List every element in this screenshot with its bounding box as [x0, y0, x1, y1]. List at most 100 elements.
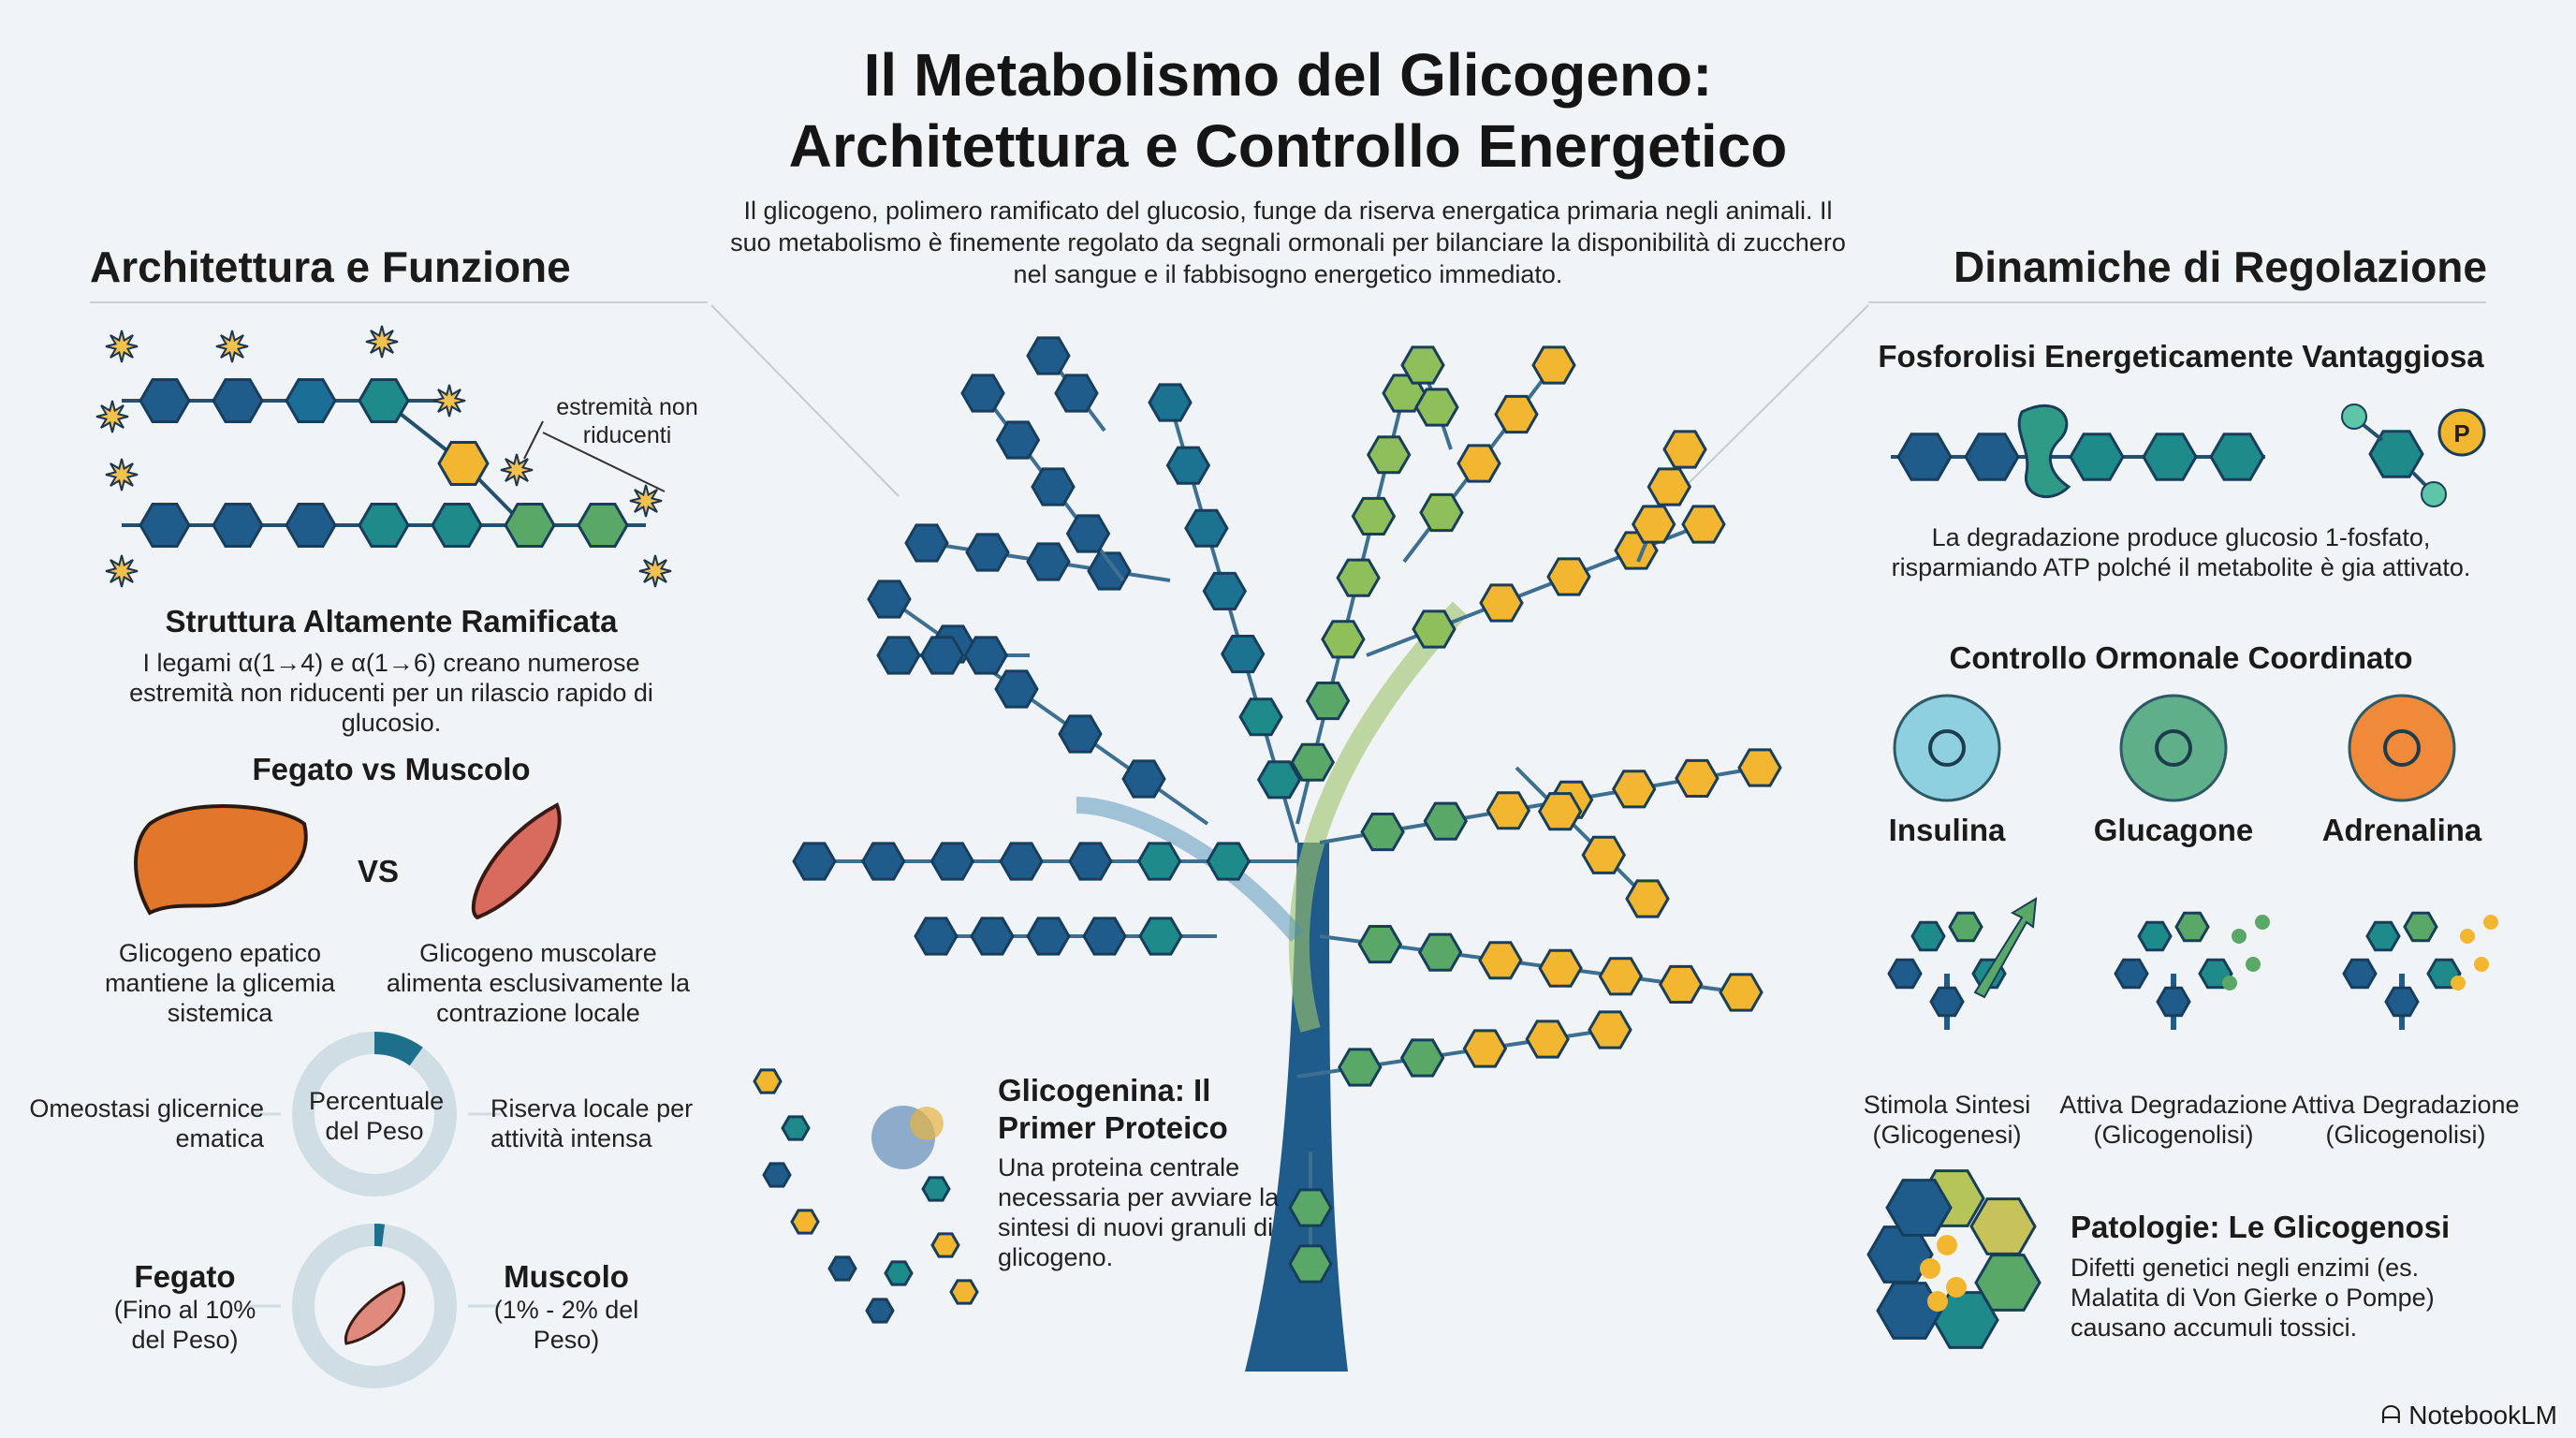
glucose-hex [1220, 635, 1266, 674]
glucose-hex [960, 374, 1005, 413]
glucose-hex [139, 378, 191, 423]
glucose-hex [1138, 917, 1183, 956]
glucose-hex [1256, 760, 1302, 800]
mini-glucose-hex [2114, 958, 2149, 990]
donut-percent-weight-fill [373, 1031, 423, 1066]
glucose-hex [431, 503, 483, 548]
page-title: Il Metabolismo del Glicogeno:Architettur… [0, 39, 2576, 182]
hormone-effect: Attiva Degradazione (Glicogenolisi) [2059, 1091, 2288, 1149]
glucose-hex [212, 378, 264, 423]
glucose-hex [212, 503, 264, 548]
fegato-title: Fegato [134, 1259, 236, 1294]
non-reducing-end-star-icon [365, 325, 399, 359]
brand-name: NotebookLM [2408, 1401, 2557, 1430]
glucose-hex [1065, 514, 1111, 553]
glucose-hex [1625, 879, 1670, 918]
phosphate-label: P [2453, 419, 2469, 448]
glucose-hex [1537, 792, 1583, 831]
glucose-hex [1031, 467, 1076, 506]
released-glucose-dot [2451, 976, 2466, 990]
glucose-hex [1336, 558, 1381, 597]
muscle-icon [344, 1281, 406, 1345]
glucose-hex [1412, 609, 1456, 649]
glucose-hex [504, 503, 556, 548]
glucose-hex [930, 1232, 960, 1258]
liver-text: Glicogeno epatico mantiene la glicemia s… [104, 939, 336, 1027]
vs-label: VS [358, 854, 400, 888]
bond-line [710, 304, 900, 497]
donut1-center-label: Percentuale del Peso [309, 1087, 445, 1145]
glucose-hex [2069, 433, 2125, 481]
glucose-hex [2142, 433, 2198, 481]
glucose-hex [1058, 714, 1103, 754]
phosphate-bond-icon [2421, 481, 2447, 507]
glucose-hex [1400, 345, 1445, 385]
glucose-hex [999, 842, 1044, 881]
released-glucose-dot [2232, 929, 2247, 944]
glucose-hex [1419, 492, 1464, 533]
glucose-hex [965, 533, 1010, 572]
glucose-hex [358, 503, 410, 548]
mini-glucose-hex [1948, 911, 1983, 943]
accumulation-dot [1927, 1291, 1948, 1312]
glucose-hex [1184, 508, 1229, 548]
glucose-hex [1360, 813, 1405, 852]
phospho-text: La degradazione produce glucosio 1-fosfa… [1891, 523, 2471, 581]
molecule-glyph [1928, 729, 1966, 767]
glucose-hex [790, 1209, 820, 1235]
hormone-effect: Attiva Degradazione (Glicogenolisi) [2291, 1091, 2520, 1149]
molecule-glyph [2155, 729, 2192, 767]
mini-glucose-hex [2365, 920, 2401, 952]
glucose-hex [1288, 1188, 1333, 1227]
accumulation-dot [1920, 1258, 1940, 1279]
hormone-name: Insulina [1888, 813, 2006, 847]
glucose-hex [1538, 948, 1583, 988]
glucose-hex [1321, 620, 1366, 659]
non-reducing-end-star-icon [95, 400, 129, 433]
glucose-hex [1288, 1244, 1333, 1284]
donut1-left-label: Omeostasi glicernice ematica [29, 1094, 264, 1152]
glucose-hex [753, 1068, 783, 1094]
non-reducing-end-star-icon [105, 458, 139, 492]
glucose-hex [1351, 496, 1397, 536]
glucose-hex [285, 503, 337, 548]
non-reducing-end-star-icon [638, 554, 672, 588]
accumulation-dot [1946, 1277, 1967, 1298]
glucose-hex [1658, 964, 1704, 1004]
glucose-hex [1338, 1048, 1383, 1087]
glucose-hex [921, 1176, 951, 1202]
title-line-1: Il Metabolismo del Glicogeno: [863, 41, 1713, 109]
glucose-hex [929, 842, 975, 881]
title-line-2: Architettura e Controllo Energetico [788, 112, 1788, 180]
glucose-hex [577, 503, 629, 548]
mini-glucose-hex [2137, 920, 2173, 952]
glucose-hex [781, 1115, 811, 1141]
donut1-right-label: Riserva locale per attività intensa [490, 1094, 694, 1152]
glucose-hex [867, 580, 912, 619]
glucose-hex [1202, 571, 1248, 610]
tree-branch [1288, 601, 1469, 1033]
glucose-hex [762, 1162, 792, 1188]
glucose-hex [1399, 1038, 1445, 1078]
section-heading-architecture: Architettura e Funzione [90, 242, 571, 291]
mini-glucose-hex [1929, 986, 1965, 1018]
glucose-hex [1675, 758, 1720, 798]
hormone-glucagone-icon [2119, 694, 2228, 802]
glucose-hex [1414, 388, 1459, 427]
muscle-text: Glicogeno muscolare alimenta esclusivame… [386, 939, 691, 1027]
glucose-hex [1165, 446, 1211, 485]
divider [90, 301, 708, 303]
donut2-left: Fegato (Fino al 10% del Peso) [103, 1259, 267, 1355]
fegato-text: (Fino al 10% del Peso) [113, 1296, 256, 1354]
glucose-hex [1611, 770, 1657, 809]
glucose-hex [1026, 336, 1071, 375]
glucose-hex [1581, 835, 1627, 874]
released-glucose-dot [2483, 915, 2498, 930]
mini-glucose-hex [2342, 958, 2378, 990]
glucose-hex [1546, 557, 1591, 596]
glucose-hex [995, 420, 1041, 460]
released-glucose-dot [2222, 976, 2237, 990]
glucose-hex [1456, 444, 1501, 483]
chain-label: estremità non riducenti [556, 394, 698, 448]
glucose-hex [1121, 759, 1166, 799]
